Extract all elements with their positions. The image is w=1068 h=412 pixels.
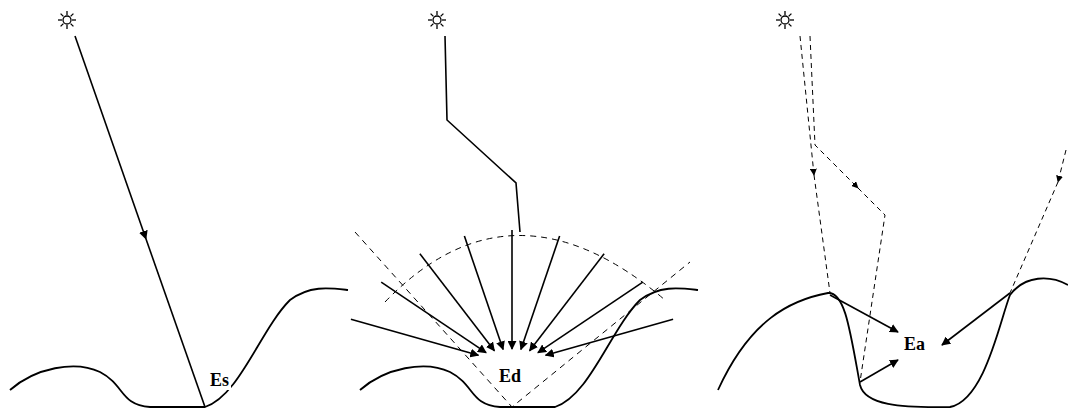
diffuse-ray — [464, 236, 503, 349]
diffuse-ray — [546, 319, 674, 355]
irradiance-label: Ea — [902, 334, 927, 354]
irradiance-label: Es — [208, 370, 231, 390]
diffuse-ray — [351, 319, 479, 355]
diffuse-ray — [511, 230, 513, 349]
direct-panel — [10, 11, 348, 407]
diffuse-panel — [351, 11, 698, 407]
diffuse-ray — [420, 254, 495, 351]
diffuse-ray — [381, 282, 486, 353]
irradiance-label: Ed — [497, 366, 523, 386]
diffuse-ray — [530, 254, 605, 351]
diffuse-ray — [521, 236, 560, 349]
adjacent-panel — [718, 11, 1068, 407]
